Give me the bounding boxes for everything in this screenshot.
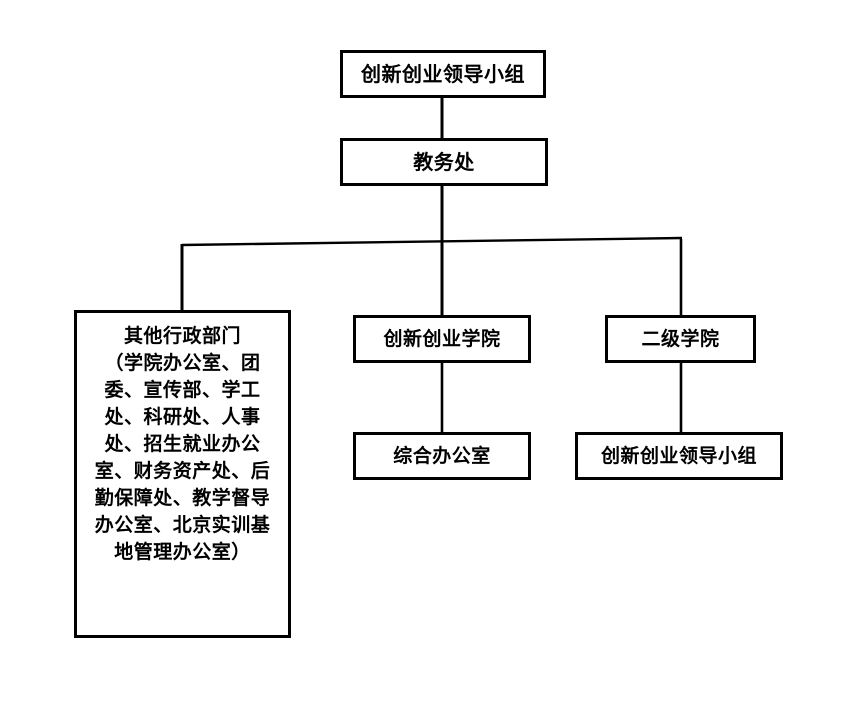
node-label: 创新创业领导小组: [361, 62, 525, 86]
node-innovation-leading-group-bottom[interactable]: 创新创业领导小组: [575, 432, 783, 480]
node-label: 其他行政部门 （学院办公室、团委、宣传部、学工处、科研处、人事处、招生就业办公室…: [94, 325, 271, 563]
node-other-administrative-departments[interactable]: 其他行政部门 （学院办公室、团委、宣传部、学工处、科研处、人事处、招生就业办公室…: [74, 310, 291, 638]
node-label: 二级学院: [641, 327, 720, 350]
node-secondary-college[interactable]: 二级学院: [605, 315, 756, 363]
node-general-office[interactable]: 综合办公室: [353, 432, 531, 480]
node-innovation-entrepreneurship-college[interactable]: 创新创业学院: [353, 315, 531, 363]
node-label: 创新创业领导小组: [600, 444, 757, 467]
node-label: 综合办公室: [393, 444, 491, 467]
connector-horizontal-bus: [181, 236, 683, 247]
node-academic-affairs-office[interactable]: 教务处: [340, 138, 548, 186]
node-label: 教务处: [413, 150, 475, 174]
node-innovation-leading-group-top[interactable]: 创新创业领导小组: [340, 50, 546, 98]
node-label: 创新创业学院: [383, 327, 501, 350]
